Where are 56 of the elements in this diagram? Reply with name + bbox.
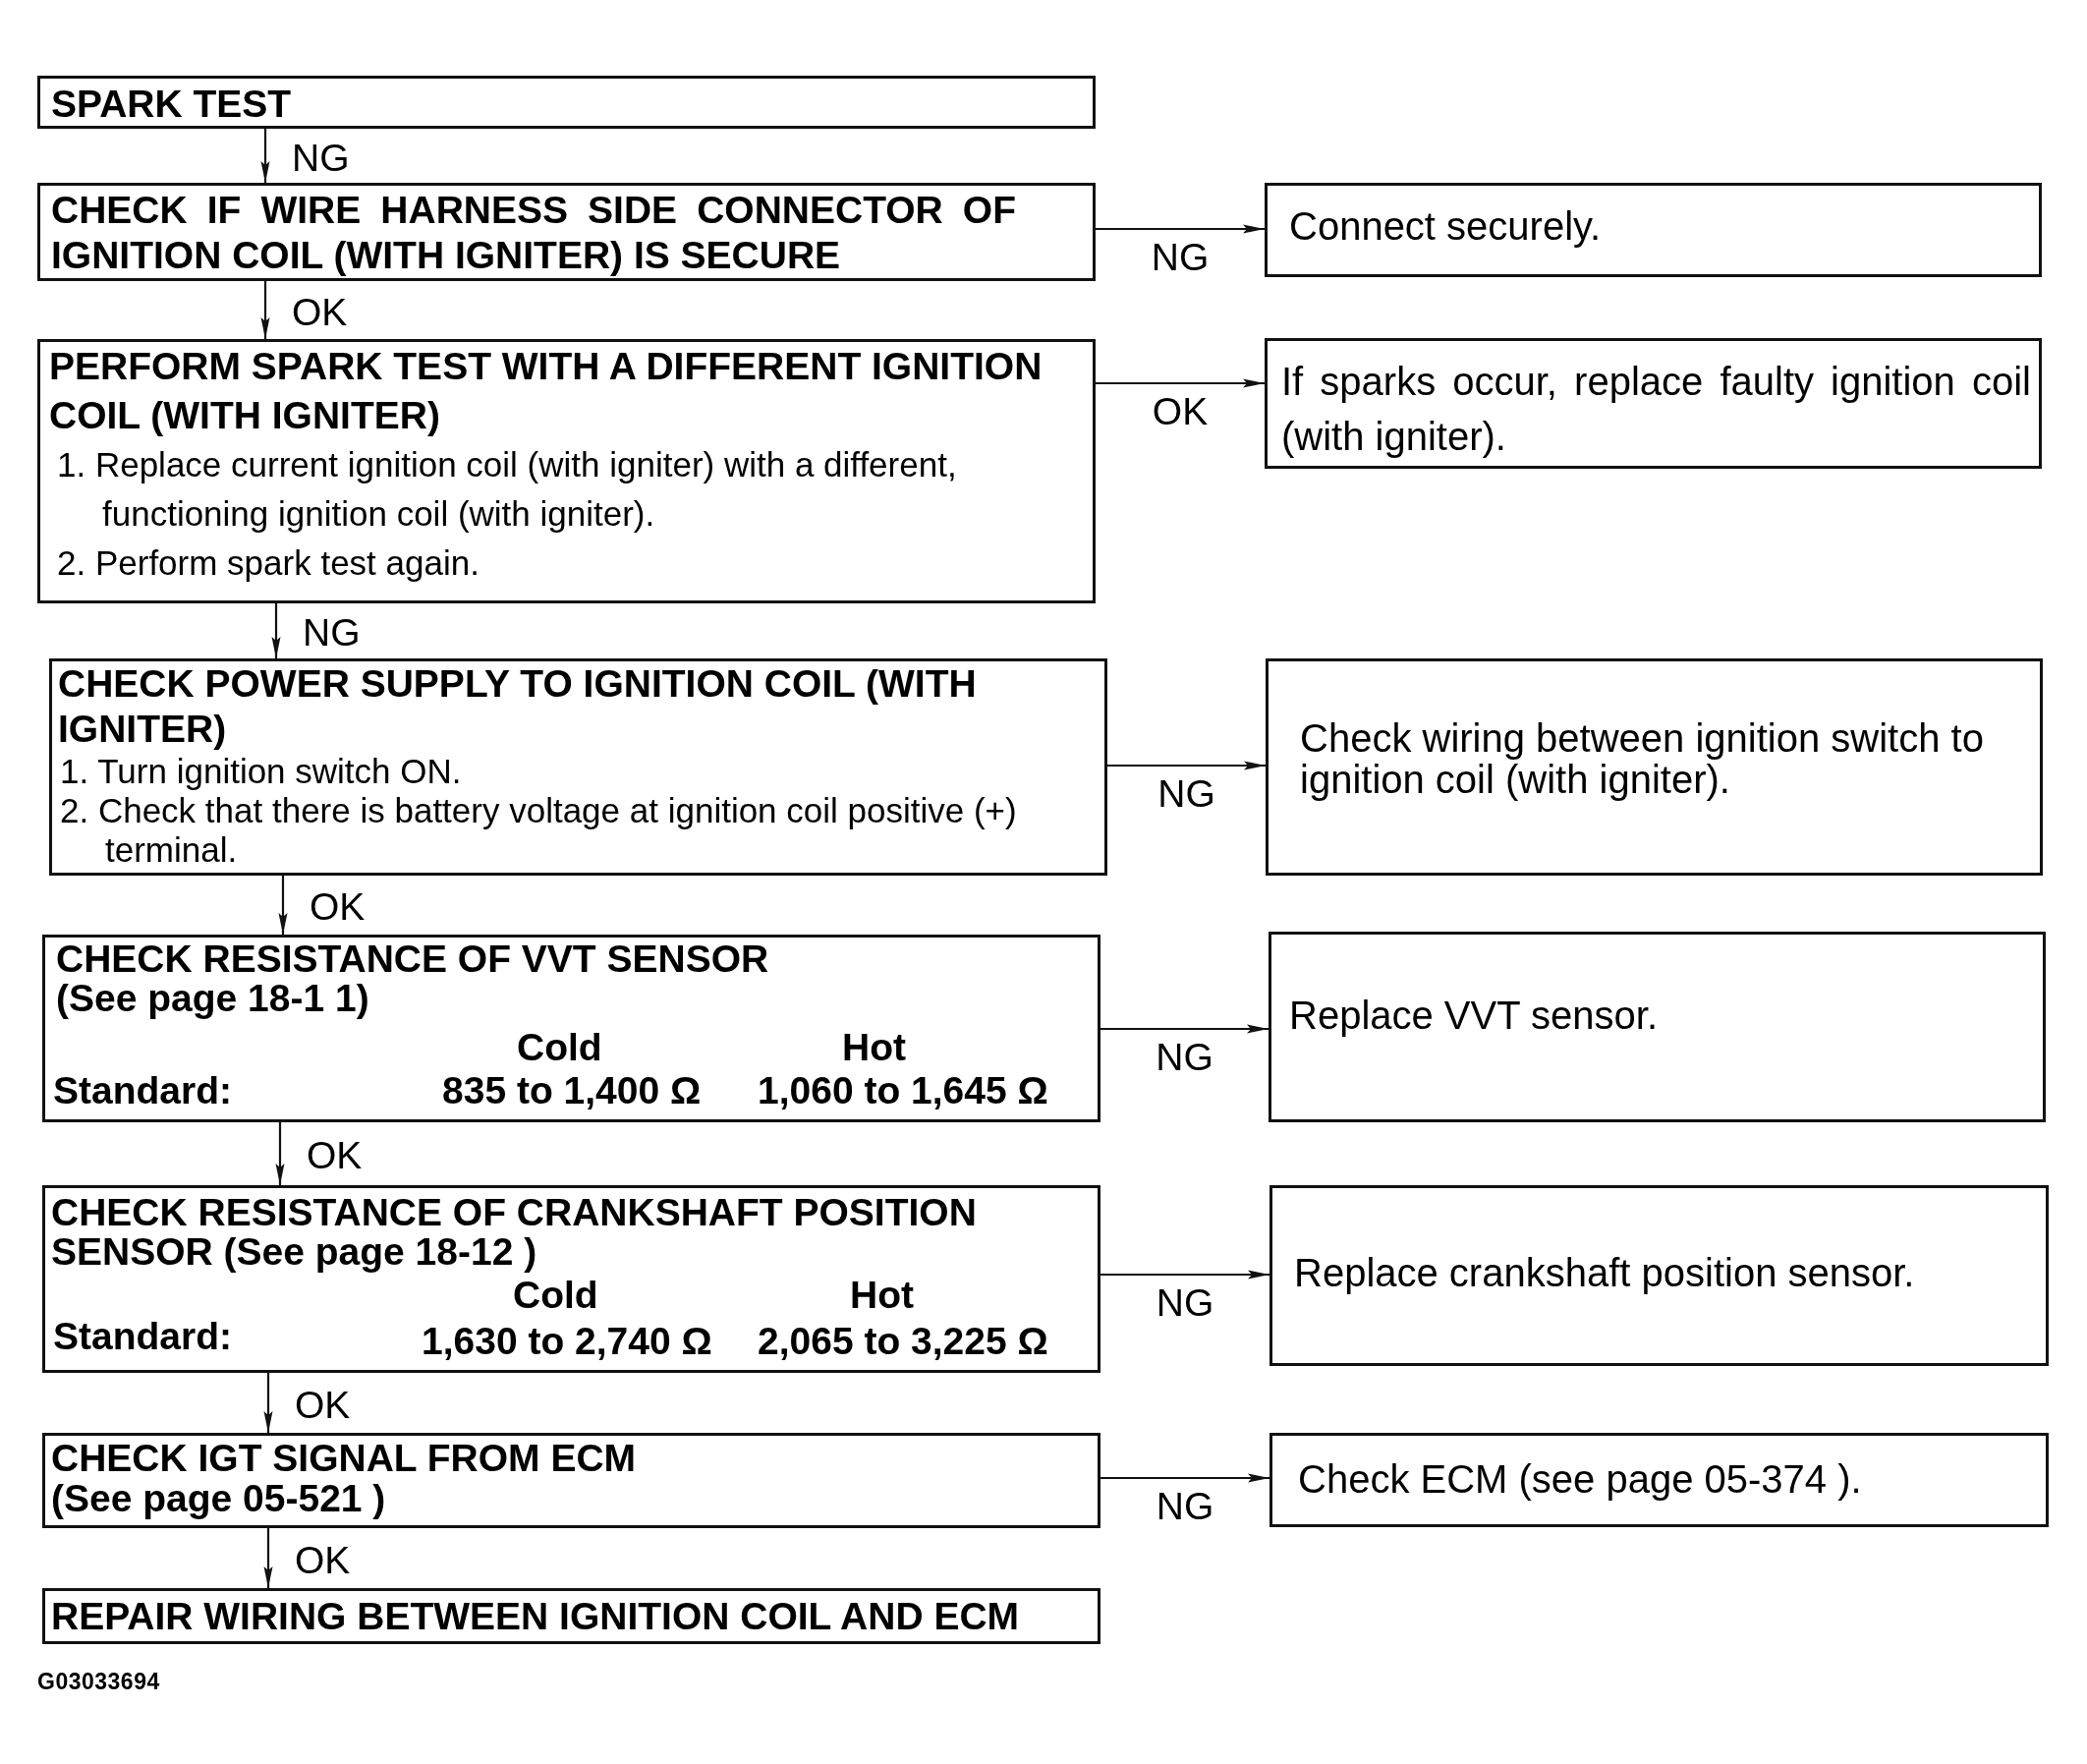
arrow <box>263 1373 273 1433</box>
remedy-box <box>1269 1433 2049 1527</box>
step-title: CHECK IGT SIGNAL FROM ECM (See page 05-521 ) <box>51 1438 638 1518</box>
step-instruction: 2. Check that there is battery voltage at ignition coil positive (+) terminal. <box>60 791 1018 870</box>
step-instruction: 1. Turn ignition switch ON. <box>60 752 463 791</box>
remedy-text: Replace VVT sensor. <box>1289 993 1660 1039</box>
remedy-box <box>1265 183 2042 277</box>
test-step-box <box>37 339 1096 603</box>
step-instruction: 1. Replace current ignition coil (with igniter) with a different, functioning ignition coil (with igniter). <box>57 444 958 535</box>
arrow <box>1096 224 1265 234</box>
row-header: Standard: <box>53 1314 232 1358</box>
test-step-box <box>37 183 1096 281</box>
step-title: SPARK TEST <box>51 83 293 126</box>
remedy-text: If sparks occur, replace faulty ignition coil (with igniter). <box>1281 359 2031 460</box>
spec-value: 835 to 1,400 Ω <box>442 1068 702 1112</box>
remedy-text: Check wiring between ignition switch to ignition coil (with igniter). <box>1300 717 1985 800</box>
arrow <box>260 129 270 183</box>
test-step-box <box>49 658 1107 876</box>
step-title: CHECK IF WIRE HARNESS SIDE CONNECTOR OF IGNITION COIL (WITH IGNITER) IS SECURE <box>51 188 1016 278</box>
spec-value: 1,060 to 1,645 Ω <box>758 1068 1048 1112</box>
arrow <box>275 1122 285 1185</box>
test-step-box <box>42 935 1100 1122</box>
column-header: Hot <box>842 1025 906 1069</box>
column-header: Cold <box>517 1025 602 1069</box>
step-title: PERFORM SPARK TEST WITH A DIFFERENT IGNITION COIL (WITH IGNITER) <box>49 344 1044 438</box>
arrow <box>1107 761 1266 770</box>
arrow <box>1100 1024 1269 1034</box>
column-header: Hot <box>850 1273 914 1317</box>
remedy-box <box>1269 932 2046 1122</box>
arrow <box>1100 1270 1269 1280</box>
remedy-box <box>1265 338 2042 469</box>
remedy-text: Check ECM (see page 05-374 ). <box>1298 1456 1863 1503</box>
step-title: CHECK RESISTANCE OF CRANKSHAFT POSITION SENSOR (See page 18-12 ) <box>51 1193 978 1272</box>
arrow <box>278 876 288 935</box>
arrow <box>1100 1473 1269 1483</box>
step-title: CHECK POWER SUPPLY TO IGNITION COIL (WITH IGNITER) <box>58 661 978 752</box>
test-step-box <box>42 1433 1100 1528</box>
remedy-box <box>1269 1185 2049 1366</box>
arrow <box>271 603 281 658</box>
column-header: Cold <box>513 1273 598 1317</box>
test-step-box <box>37 76 1096 129</box>
arrow <box>260 281 270 339</box>
spec-value: 1,630 to 2,740 Ω <box>422 1319 712 1363</box>
test-step-box <box>42 1588 1100 1644</box>
test-step-box <box>42 1185 1100 1373</box>
figure-id: G03033694 <box>37 1669 160 1694</box>
step-instruction: 2. Perform spark test again. <box>57 542 480 584</box>
arrow <box>1096 378 1265 388</box>
spec-value: 2,065 to 3,225 Ω <box>758 1319 1048 1363</box>
step-title: CHECK RESISTANCE OF VVT SENSOR (See page 18-1 1) <box>56 939 770 1018</box>
step-title: REPAIR WIRING BETWEEN IGNITION COIL AND ECM <box>51 1595 1021 1638</box>
row-header: Standard: <box>53 1068 232 1112</box>
remedy-box <box>1266 658 2043 876</box>
remedy-text: Replace crankshaft position sensor. <box>1294 1250 1916 1296</box>
remedy-text: Connect securely. <box>1289 203 1603 250</box>
arrow <box>263 1528 273 1588</box>
